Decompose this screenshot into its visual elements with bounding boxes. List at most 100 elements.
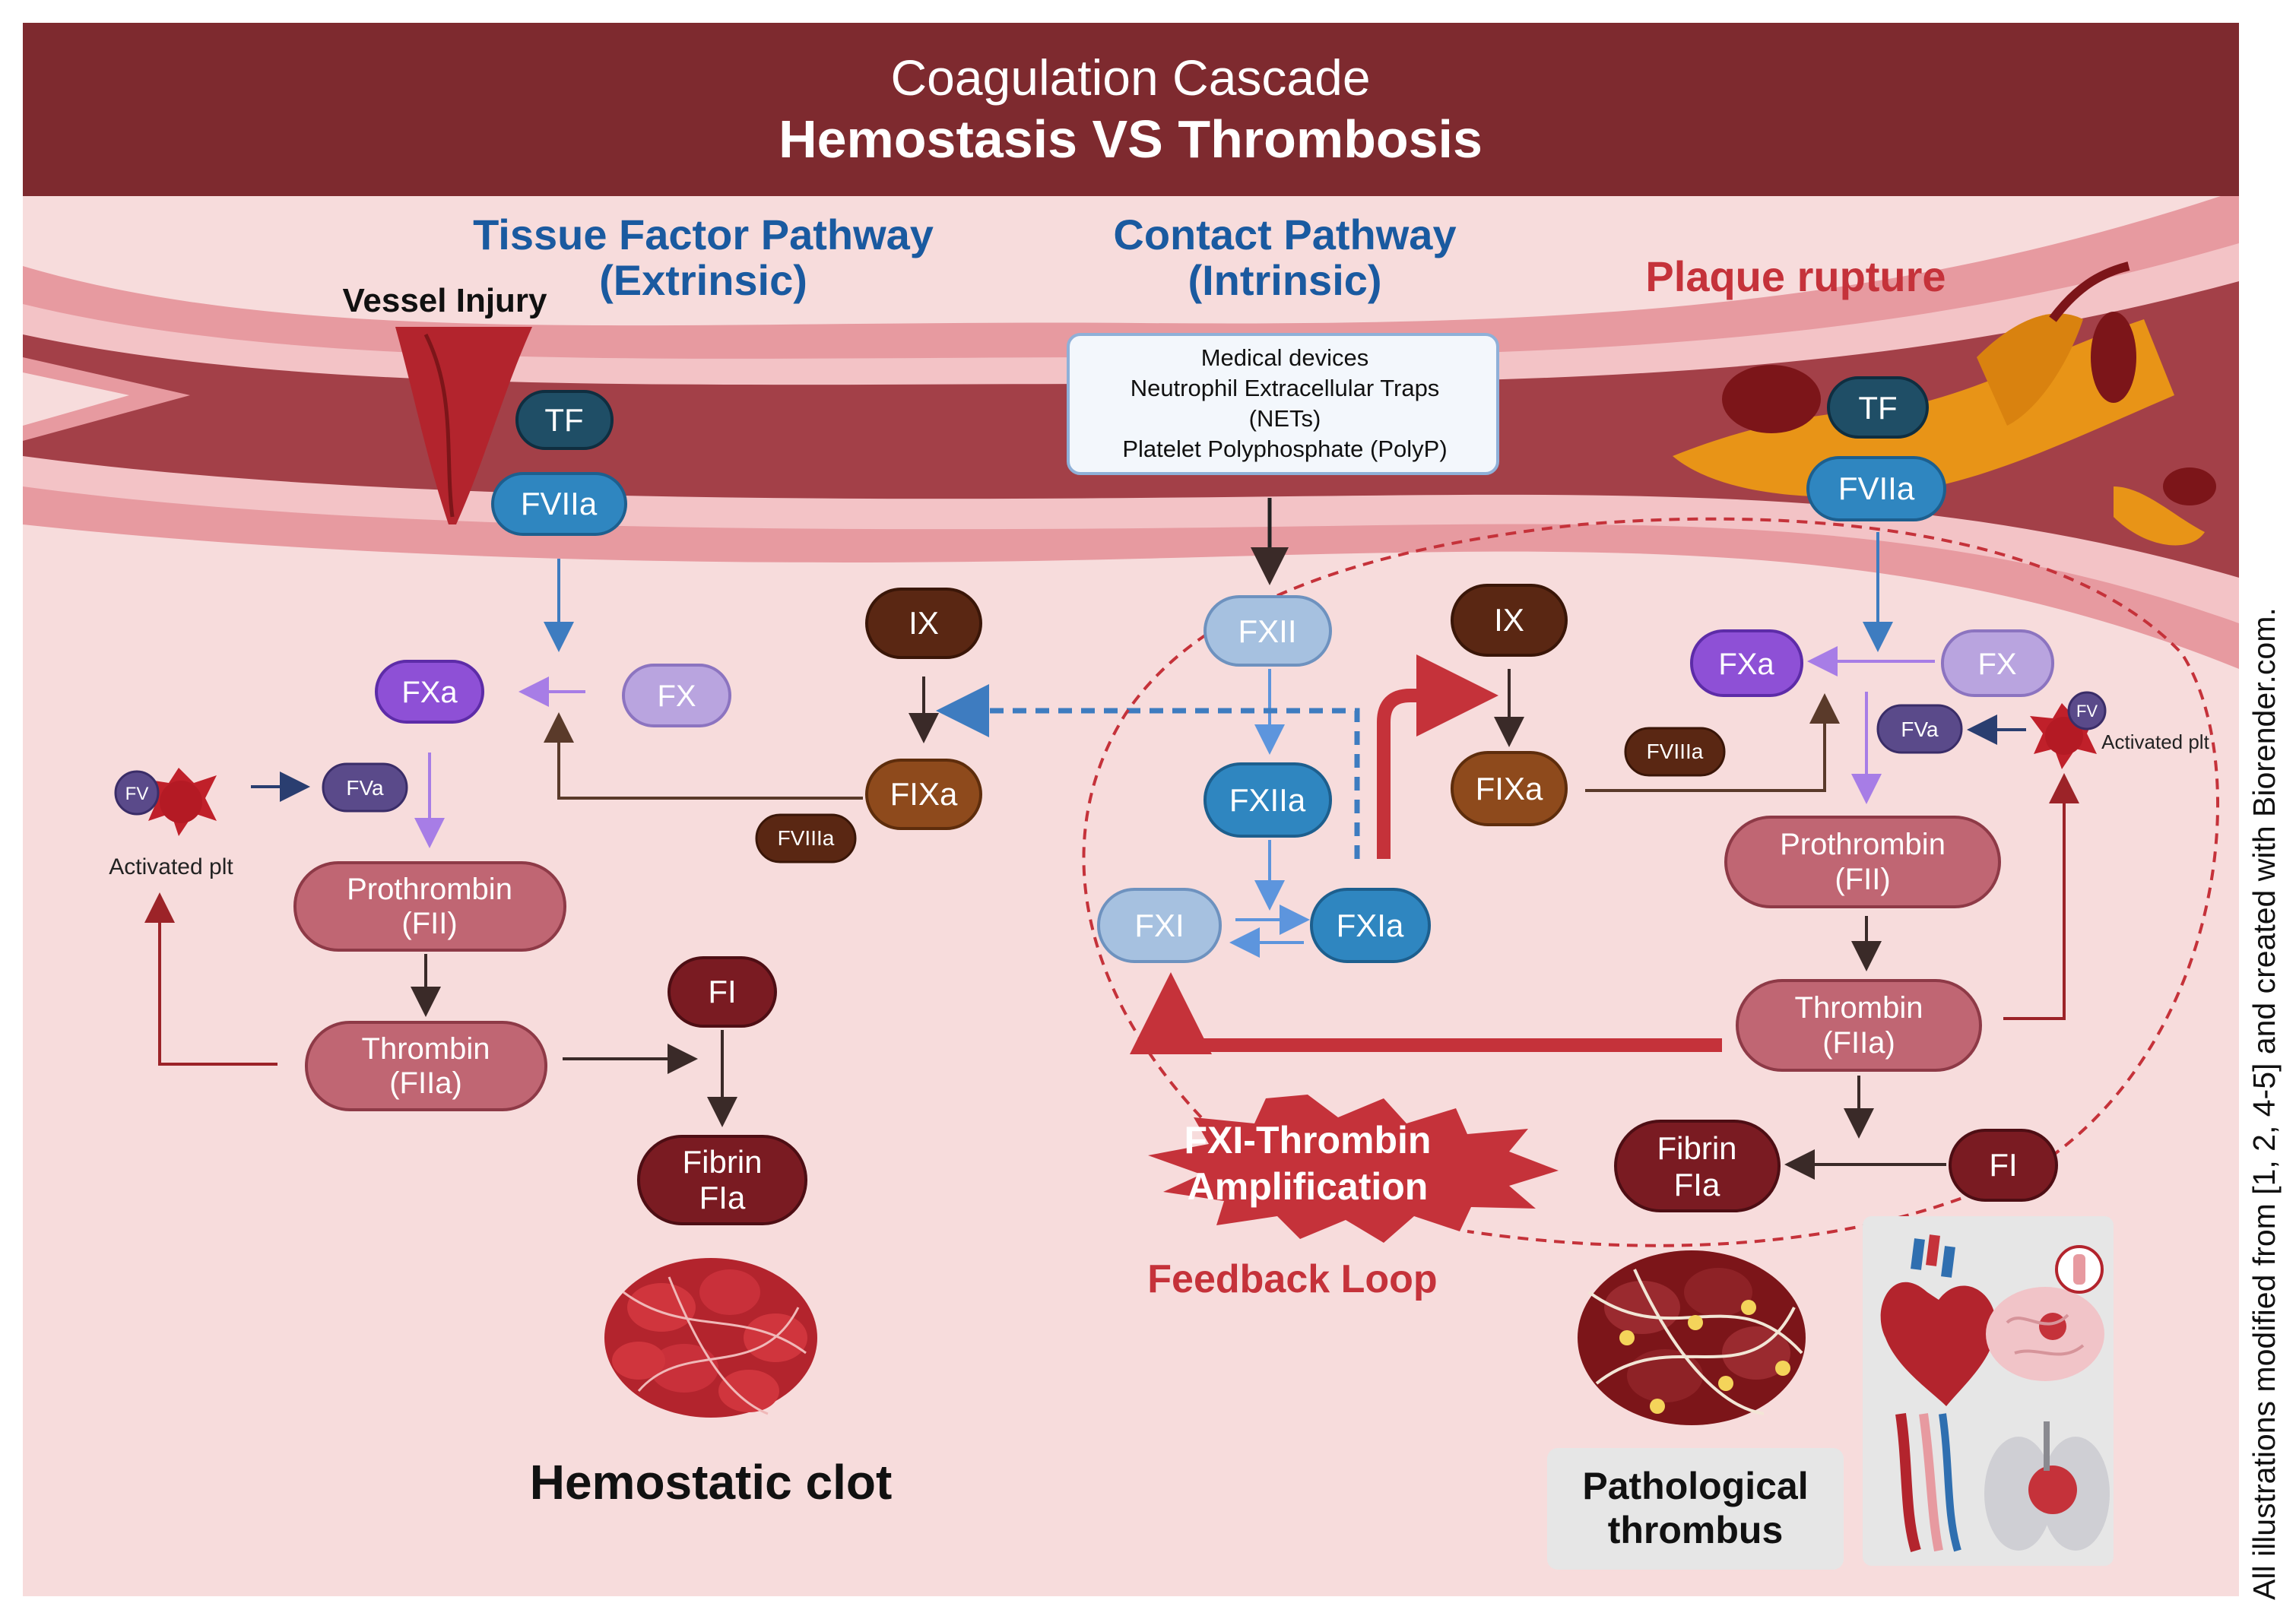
svg-text:FVIIa: FVIIa: [521, 486, 598, 521]
left-ix-node: [865, 588, 982, 659]
svg-text:Thrombin: Thrombin: [1795, 991, 1923, 1025]
svg-text:FX: FX: [1977, 648, 2016, 681]
left-fviiia-node: [755, 813, 857, 863]
svg-text:(FIIa): (FIIa): [1822, 1026, 1895, 1060]
credit-text: All illustrations modified from [1, 2, 4…: [2247, 607, 2282, 1600]
svg-text:FI: FI: [1989, 1147, 2017, 1183]
left-activated-platelet-icon: [144, 768, 217, 836]
organs-panel: [1863, 1216, 2114, 1566]
svg-text:TF: TF: [1858, 390, 1897, 426]
right-activated-plt-label: Activated plt: [2101, 730, 2209, 753]
svg-text:FXII: FXII: [1238, 613, 1296, 649]
svg-text:FXa: FXa: [401, 676, 458, 709]
trigger-medical-devices: Medical devices: [1201, 344, 1369, 371]
svg-text:FVa: FVa: [346, 776, 384, 800]
fxiia-node: [1203, 762, 1332, 838]
extrinsic-title: Tissue Factor Pathway: [473, 211, 934, 258]
plaque-nodes: TF FVIIa FXa FX IX FIXa FVIIIa FVa FV Ac…: [1451, 376, 2210, 1212]
vessel-alert-icon: [2055, 1245, 2104, 1294]
svg-text:FIXa: FIXa: [1476, 771, 1543, 806]
svg-text:Thrombin: Thrombin: [362, 1032, 490, 1066]
left-fx-node: [622, 664, 731, 727]
pathological-thrombus-icon: [1578, 1250, 1806, 1425]
svg-text:FXI: FXI: [1134, 908, 1184, 943]
pathological-thrombus-box: [1547, 1448, 1844, 1570]
vessel-injury-wound: [395, 327, 532, 524]
amplification-line1: FXI-Thrombin: [1184, 1119, 1432, 1161]
right-fx-node: [1941, 629, 2054, 697]
extrinsic-nodes: TF FVIIa FXa FX IX FIXa FVIIIa FV FVa Ac…: [109, 390, 982, 1225]
hemostatic-clot-label: Hemostatic clot: [530, 1455, 893, 1510]
left-thrombin-node: [305, 1021, 547, 1111]
svg-text:Prothrombin: Prothrombin: [347, 873, 512, 906]
header-subtitle: Hemostasis VS Thrombosis: [779, 109, 1483, 169]
trigger-polyp: Platelet Polyphosphate (PolyP): [1122, 436, 1447, 462]
svg-text:FXIIa: FXIIa: [1229, 782, 1306, 818]
left-activated-plt-label: Activated plt: [109, 854, 233, 879]
hemostatic-clot-icon: [604, 1258, 817, 1418]
svg-text:FX: FX: [657, 680, 696, 713]
svg-text:FXa: FXa: [1718, 648, 1774, 681]
amplification-line2: Amplification: [1188, 1165, 1429, 1208]
heart-icon: [1880, 1234, 1996, 1406]
svg-text:FV: FV: [125, 784, 149, 804]
left-fibrin-node: [637, 1135, 807, 1225]
fxi-node: [1097, 888, 1222, 963]
lungs-icon: [1984, 1421, 2110, 1551]
intrinsic-title: Contact Pathway: [1113, 211, 1456, 258]
intrinsic-nodes: FXII FXIIa FXI FXIa: [1097, 595, 1431, 963]
left-prothrombin-node: [293, 861, 566, 952]
left-fviia-node: [491, 472, 627, 536]
left-fxa-node: [375, 660, 484, 724]
svg-text:TF: TF: [544, 402, 583, 438]
header-title: Coagulation Cascade: [890, 49, 1370, 106]
svg-text:(FII): (FII): [401, 907, 457, 940]
left-fv-node: [114, 770, 160, 816]
vessel-injury-label: Vessel Injury: [342, 282, 547, 319]
brain-icon: [1986, 1287, 2104, 1381]
svg-text:(FIIa): (FIIa): [389, 1066, 462, 1100]
right-fviia-node: [1806, 456, 1946, 521]
left-fixa-node: [865, 759, 982, 830]
svg-text:FIa: FIa: [699, 1180, 746, 1215]
extrinsic-subtitle: (Extrinsic): [599, 256, 807, 304]
amplification-burst: [1148, 1095, 1559, 1243]
contact-triggers-box: [1067, 333, 1499, 475]
svg-text:IX: IX: [909, 605, 939, 641]
right-fxa-node: [1690, 629, 1803, 697]
right-prothrombin-node: [1724, 816, 2001, 908]
right-fva-node: [1876, 704, 1963, 754]
intrinsic-subtitle: (Intrinsic): [1188, 256, 1381, 304]
svg-text:IX: IX: [1494, 602, 1524, 638]
leg-vein-icon: [1895, 1413, 1961, 1553]
svg-text:FVIIIa: FVIIIa: [1647, 740, 1704, 763]
header-band: [23, 23, 2239, 196]
left-fva-node: [322, 762, 408, 813]
right-fibrin-node: [1614, 1120, 1781, 1212]
svg-text:(FII): (FII): [1835, 863, 1890, 896]
right-fv-node: [2067, 691, 2107, 730]
pathological-thrombus-line2: thrombus: [1608, 1509, 1784, 1551]
svg-text:FIXa: FIXa: [890, 776, 958, 812]
svg-text:FV: FV: [2076, 702, 2098, 721]
fxii-node: [1203, 595, 1332, 667]
svg-text:FVIIa: FVIIa: [1838, 471, 1915, 506]
left-tf-node: [515, 390, 614, 450]
svg-text:Fibrin: Fibrin: [682, 1144, 762, 1180]
svg-text:FIa: FIa: [1674, 1167, 1720, 1202]
right-ix-node: [1451, 584, 1568, 657]
svg-text:FXIa: FXIa: [1337, 908, 1404, 943]
svg-text:FVa: FVa: [1901, 718, 1939, 741]
right-fviiia-node: [1624, 727, 1726, 777]
right-thrombin-node: [1736, 979, 1982, 1072]
right-fixa-node: [1451, 751, 1568, 826]
plaque-rupture-label: Plaque rupture: [1645, 252, 1946, 300]
trigger-nets-abbrev: (NETs): [1249, 405, 1321, 432]
svg-text:Fibrin: Fibrin: [1657, 1130, 1736, 1166]
right-fi-node: [1949, 1129, 2058, 1202]
feedback-loop-label: Feedback Loop: [1147, 1257, 1437, 1301]
right-tf-node: [1827, 376, 1929, 439]
svg-text:Prothrombin: Prothrombin: [1780, 828, 1946, 861]
svg-text:FI: FI: [708, 974, 736, 1009]
